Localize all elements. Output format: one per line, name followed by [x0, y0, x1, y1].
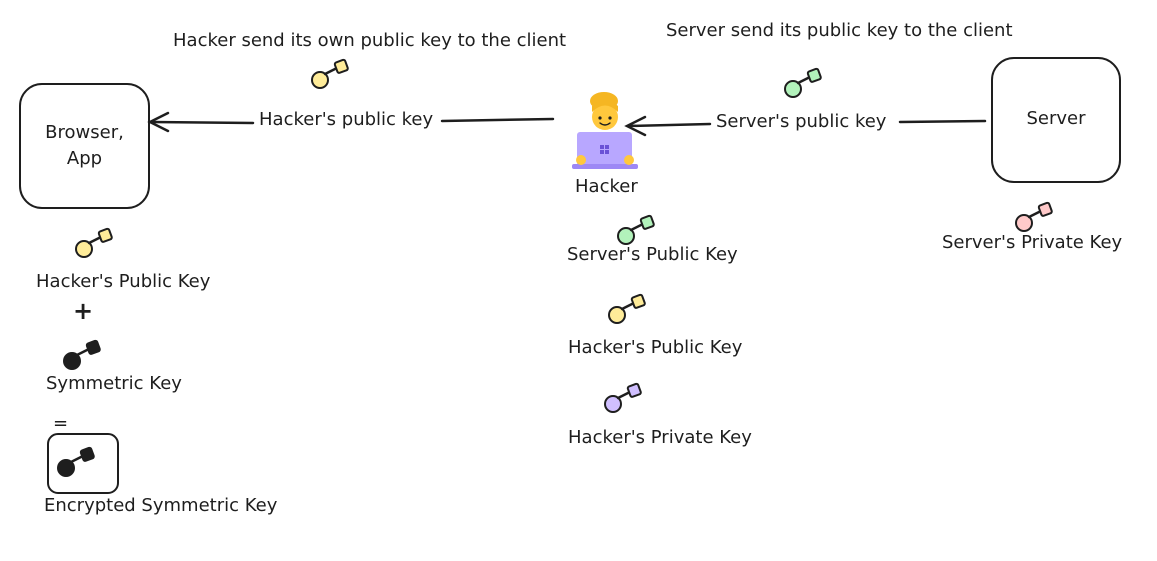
server-private-key-label: Server's Private Key	[942, 232, 1123, 253]
server-public-key-arrow-label: Server's public key	[716, 111, 887, 132]
client-hacker-public-key-icon	[74, 227, 114, 259]
hacker-public-key-icon	[310, 58, 350, 90]
held-server-public-key-label: Server's Public Key	[567, 244, 738, 265]
hacker-public-key-arrow-label: Hacker's public key	[259, 109, 434, 130]
server-box	[991, 57, 1121, 183]
client-hacker-public-key-label: Hacker's Public Key	[36, 271, 211, 292]
held-hacker-private-key-icon	[603, 382, 643, 414]
symmetric-key-icon	[62, 339, 102, 371]
hacker-to-browser-arrow	[147, 111, 555, 133]
server-to-hacker-arrow	[624, 115, 987, 137]
held-hacker-public-key-icon	[607, 293, 647, 325]
encrypted-key-box	[47, 433, 119, 494]
browser-app-box	[19, 83, 150, 209]
hacker-figure-icon	[572, 92, 638, 169]
encrypted-symmetric-key-label: Encrypted Symmetric Key	[44, 495, 278, 516]
server-label: Server	[1026, 108, 1086, 129]
held-hacker-private-key-label: Hacker's Private Key	[568, 427, 752, 448]
held-hacker-public-key-label: Hacker's Public Key	[568, 337, 743, 358]
equals-sign: =	[53, 413, 69, 434]
browser-app-label: Browser, App	[45, 122, 124, 169]
encrypted-symmetric-key-icon	[56, 446, 96, 478]
server-private-key-icon	[1014, 201, 1054, 233]
server-sends-caption: Server send its public key to the client	[666, 20, 1013, 41]
symmetric-key-label: Symmetric Key	[46, 373, 182, 394]
hacker-label: Hacker	[575, 176, 638, 197]
server-public-key-icon	[783, 67, 823, 99]
hacker-sends-caption: Hacker send its own public key to the cl…	[173, 30, 567, 51]
plus-sign: +	[73, 297, 94, 325]
held-server-public-key-icon	[616, 214, 656, 246]
